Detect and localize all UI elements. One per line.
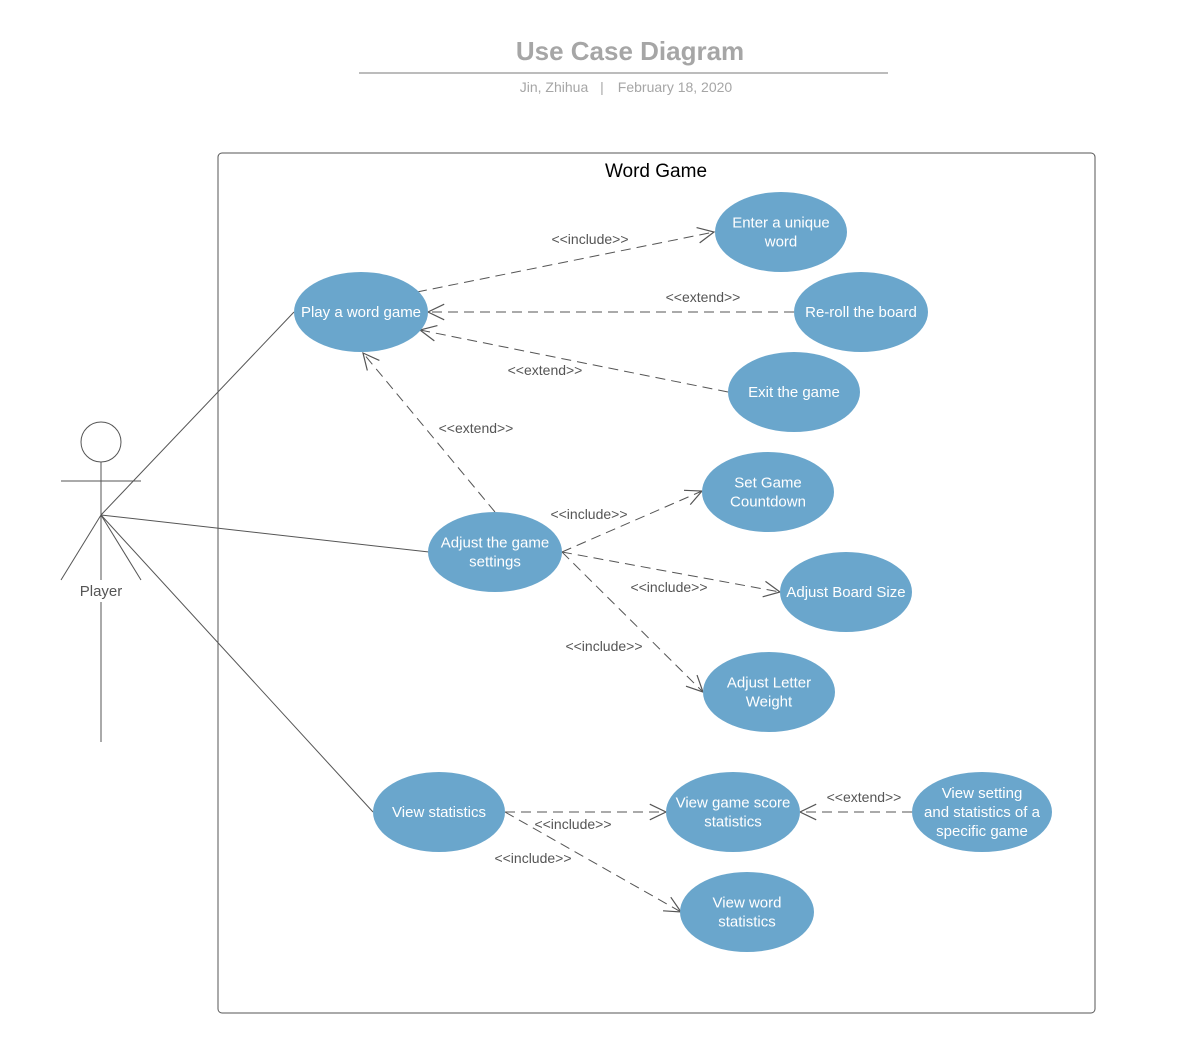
use-case-label: Re-roll the board xyxy=(805,304,917,321)
dependency-settings-countdown xyxy=(561,490,703,553)
use-case-label-line: Adjust the game xyxy=(441,535,549,552)
actor-head xyxy=(80,421,122,463)
use-case-view-statistics[interactable]: View statistics xyxy=(373,772,505,852)
association-play xyxy=(100,311,295,516)
subtitle-separator: | xyxy=(600,79,604,95)
actor-player[interactable]: Player xyxy=(60,421,142,742)
use-case-label-line: statistics xyxy=(704,814,762,831)
diagram-author: Jin, Zhihua xyxy=(520,79,589,95)
label-extend-exit: <<extend>> xyxy=(508,362,583,378)
use-case-label-line: word xyxy=(764,234,798,251)
arrowhead xyxy=(418,324,438,342)
use-case-label-line: Re-roll the board xyxy=(805,304,917,321)
use-case-adjust-board-size[interactable]: Adjust Board Size xyxy=(780,552,912,632)
use-case-exit-game[interactable]: Exit the game xyxy=(728,352,860,432)
use-case-label-line: Exit the game xyxy=(748,384,840,401)
use-case-label: View statistics xyxy=(392,804,486,821)
use-case-label-line: Set Game xyxy=(734,475,802,492)
use-case-label: Exit the game xyxy=(748,384,840,401)
arrowhead xyxy=(762,580,782,598)
label-include-word-stats: <<include>> xyxy=(494,850,571,866)
use-case-play-word-game[interactable]: Play a word game xyxy=(294,272,428,352)
use-case-label: Adjust the game settings xyxy=(441,535,549,571)
actor-label-background xyxy=(76,580,126,602)
use-case-label-line: View game score xyxy=(676,795,791,812)
actor-left-leg xyxy=(60,514,102,581)
use-case-label-line: and statistics of a xyxy=(924,804,1041,821)
use-case-view-score-statistics[interactable]: View game score statistics xyxy=(666,772,800,852)
dependency-stats-word xyxy=(504,811,682,913)
use-case-view-specific-game[interactable]: View setting and statistics of a specific … xyxy=(912,772,1052,852)
use-case-label-line: View word xyxy=(713,895,782,912)
diagram-title: Use Case Diagram xyxy=(516,36,744,66)
dependency-settings-play xyxy=(362,352,496,513)
arrowhead xyxy=(362,351,380,371)
use-case-label-line: View statistics xyxy=(392,804,486,821)
use-case-label-line: Adjust Letter xyxy=(727,675,811,692)
use-case-reroll-board[interactable]: Re-roll the board xyxy=(794,272,928,352)
label-extend-reroll: <<extend>> xyxy=(666,289,741,305)
system-name: Word Game xyxy=(605,161,707,182)
dependency-play-enter-word xyxy=(416,231,715,293)
system-boundary xyxy=(217,152,1096,1014)
label-include-countdown: <<include>> xyxy=(550,506,627,522)
use-case-label-line: Play a word game xyxy=(301,304,421,321)
dependency-settings-weight xyxy=(561,551,704,693)
label-extend-specific-game: <<extend>> xyxy=(827,789,902,805)
label-extend-settings: <<extend>> xyxy=(439,420,514,436)
dependency-exit-play xyxy=(419,329,729,393)
use-case-label: View game score statistics xyxy=(676,795,791,831)
use-case-label-line: settings xyxy=(469,554,521,571)
use-case-label: Enter a unique word xyxy=(732,215,830,251)
use-case-label: Adjust Board Size xyxy=(786,584,905,601)
use-case-label: View setting and statistics of a specific … xyxy=(924,785,1041,840)
diagram-date: February 18, 2020 xyxy=(618,79,733,95)
label-include-board-size: <<include>> xyxy=(630,579,707,595)
label-include-score-stats: <<include>> xyxy=(534,816,611,832)
association-statistics xyxy=(100,514,374,813)
arrowhead xyxy=(683,489,704,506)
use-case-label: View word statistics xyxy=(713,895,782,931)
use-case-label-line: Weight xyxy=(746,694,793,711)
label-include-letter-weight: <<include>> xyxy=(565,638,642,654)
use-case-label-line: statistics xyxy=(718,914,776,931)
use-case-label-line: Adjust Board Size xyxy=(786,584,905,601)
dependency-settings-board xyxy=(561,551,781,593)
actor-right-leg xyxy=(100,514,142,581)
use-case-label-line: Enter a unique xyxy=(732,215,830,232)
use-case-adjust-settings[interactable]: Adjust the game settings xyxy=(428,512,562,592)
use-case-label-line: View setting xyxy=(942,785,1023,802)
use-case-view-word-statistics[interactable]: View word statistics xyxy=(680,872,814,952)
use-case-label: Play a word game xyxy=(301,304,421,321)
use-case-label-line: Countdown xyxy=(730,494,806,511)
arrowhead xyxy=(663,896,683,913)
use-case-label-line: specific game xyxy=(936,823,1028,840)
label-include-enter-word: <<include>> xyxy=(551,231,628,247)
use-case-enter-unique-word[interactable]: Enter a unique word xyxy=(715,192,847,272)
actor-name: Player xyxy=(80,583,123,600)
arrowhead xyxy=(696,226,716,244)
association-settings xyxy=(100,514,430,553)
